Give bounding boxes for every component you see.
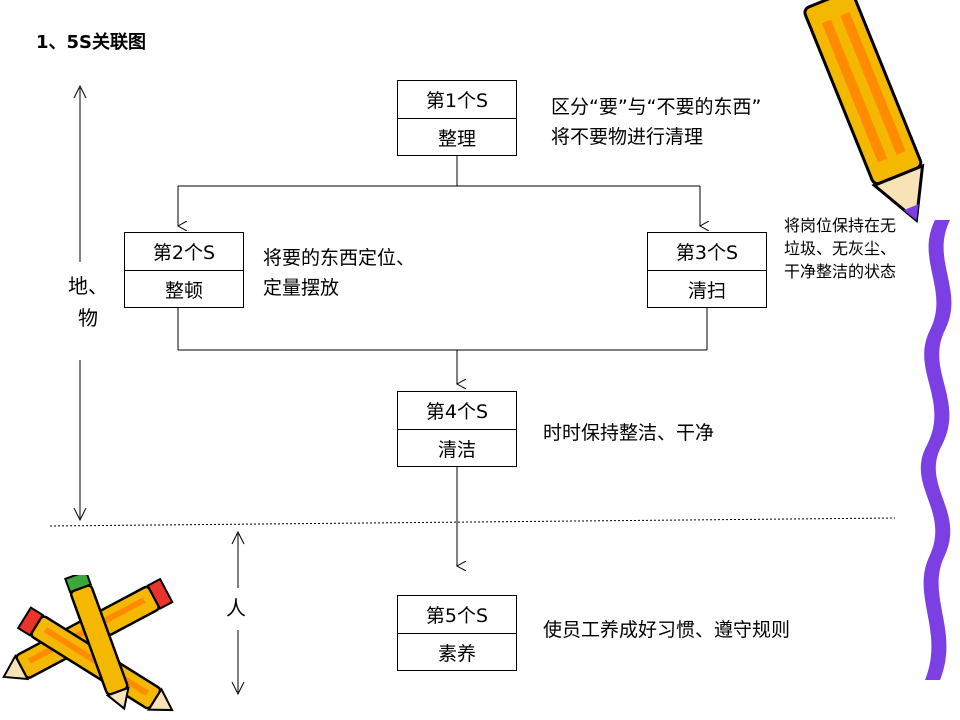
note-line: 区分“要”与“不要的东西” <box>551 96 762 118</box>
note-line: 定量摆放 <box>263 277 340 299</box>
step-note-4: 时时保持整洁、干净 <box>543 418 714 448</box>
step-name: 清扫 <box>687 280 726 302</box>
step-note-5: 使员工养成好习惯、遵守规则 <box>543 615 790 645</box>
side-label-people: 人 <box>224 592 248 624</box>
step-box-2: 第2个S 整顿 <box>124 232 244 308</box>
side-label-line: 人 <box>226 596 246 620</box>
step-label: 第3个S <box>648 233 766 271</box>
side-label-objects: 地、 物 <box>66 270 110 334</box>
step-box-3: 第3个S 清扫 <box>647 232 767 308</box>
note-line: 将要的东西定位、 <box>263 247 416 269</box>
note-line: 使员工养成好习惯、遵守规则 <box>543 619 791 641</box>
step-label: 第2个S <box>125 233 243 271</box>
step-note-2: 将要的东西定位、 定量摆放 <box>263 243 415 303</box>
step-note-1: 区分“要”与“不要的东西” 将不要物进行清理 <box>551 92 761 152</box>
step-name: 整理 <box>437 128 476 150</box>
note-line: 将不要物进行清理 <box>551 126 704 148</box>
ribbon-decoration <box>920 220 952 680</box>
pencil-icon <box>803 0 925 224</box>
pencil-icon <box>2 575 174 712</box>
step-label: 第4个S <box>398 392 516 430</box>
step-name: 清洁 <box>437 439 476 461</box>
side-label-line: 物 <box>78 306 98 330</box>
step-name: 整顿 <box>164 280 203 302</box>
page-title: 1、5S关联图 <box>36 32 147 53</box>
step-label: 第1个S <box>398 81 516 119</box>
step-name: 素养 <box>437 643 476 665</box>
step-box-1: 第1个S 整理 <box>397 80 517 156</box>
step-label: 第5个S <box>398 596 516 634</box>
step-box-5: 第5个S 素养 <box>397 595 517 671</box>
step-note-3: 将岗位保持在无垃圾、无灰尘、干净整洁的状态 <box>784 216 897 281</box>
side-label-line: 地、 <box>68 274 108 298</box>
note-line: 时时保持整洁、干净 <box>543 422 715 444</box>
step-box-4: 第4个S 清洁 <box>397 391 517 467</box>
